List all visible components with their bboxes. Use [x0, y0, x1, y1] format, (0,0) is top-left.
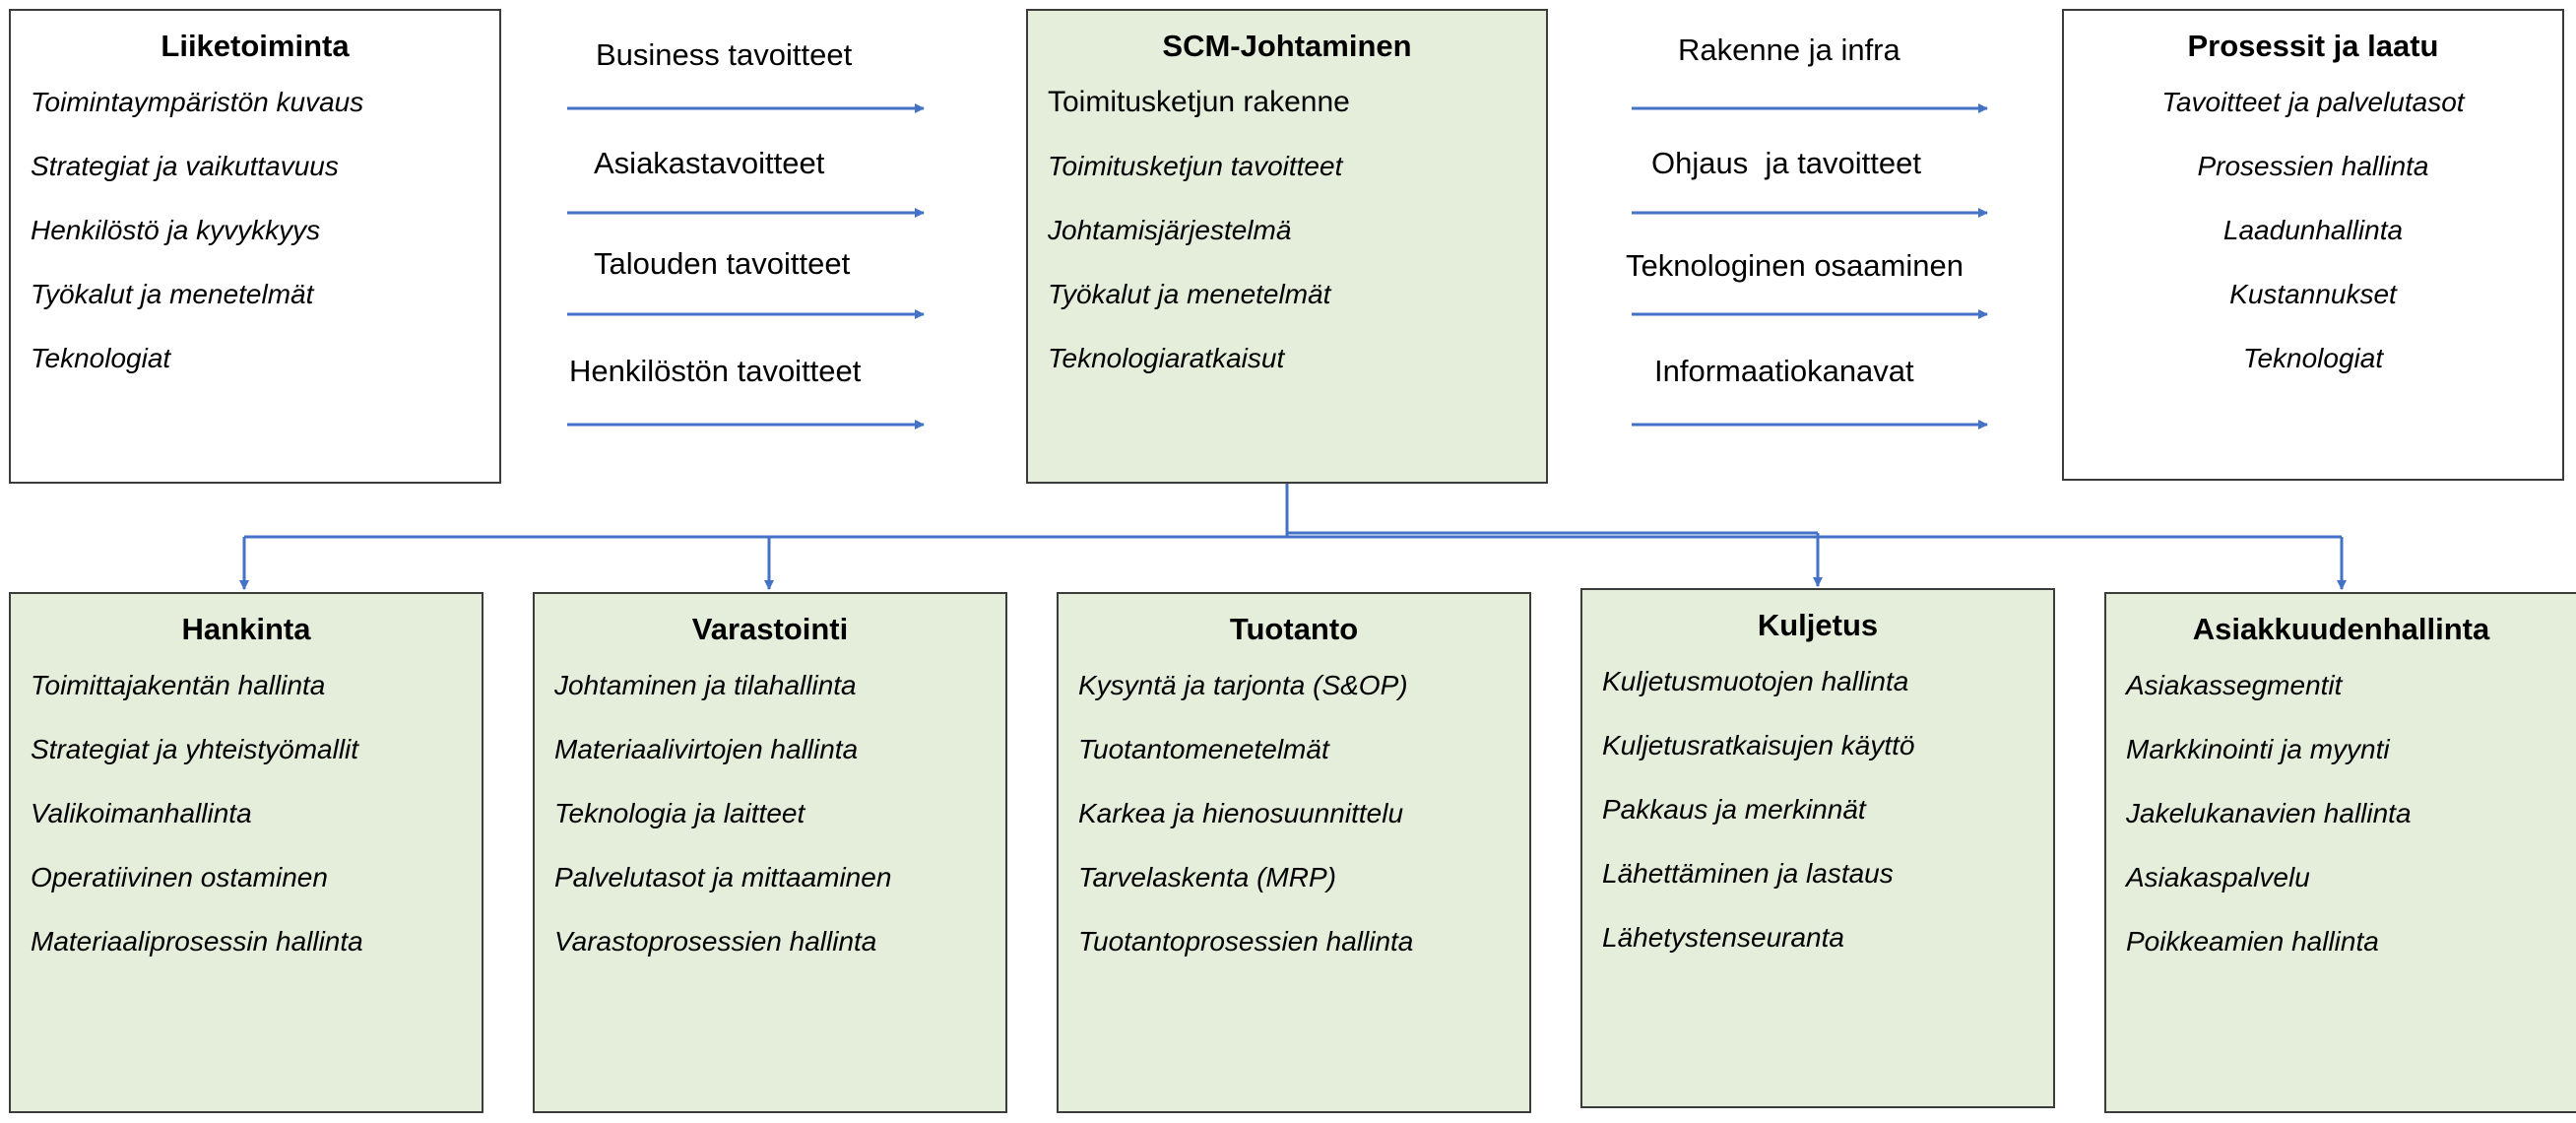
liiketoiminta-title: Liiketoiminta	[161, 29, 350, 63]
label-business-tavoitteet: Business tavoitteet	[596, 37, 853, 72]
list-item: Työkalut ja menetelmät	[31, 279, 314, 309]
list-item: Tuotantoprosessien hallinta	[1078, 926, 1414, 957]
scm-johtaminen-box: SCM-Johtaminen Toimitusketjun rakenne To…	[1026, 9, 1548, 484]
list-item: Lähetystenseuranta	[1602, 922, 1844, 953]
list-item: Työkalut ja menetelmät	[1048, 279, 1331, 309]
varastointi-box: Varastointi Johtaminen ja tilahallinta M…	[533, 592, 1007, 1113]
varastointi-title: Varastointi	[691, 612, 849, 646]
liiketoiminta-box: Liiketoiminta Toimintaympäristön kuvaus …	[9, 9, 501, 484]
list-item: Karkea ja hienosuunnittelu	[1078, 798, 1404, 828]
hankinta-title: Hankinta	[181, 612, 311, 646]
prosessit-ja-laatu-title: Prosessit ja laatu	[2187, 29, 2439, 63]
list-item: Strategiat ja yhteistyömallit	[31, 734, 359, 764]
list-item: Palvelutasot ja mittaaminen	[554, 862, 892, 892]
list-item: Teknologia ja laitteet	[554, 798, 805, 828]
label-henkiloston-tavoitteet: Henkilöstön tavoitteet	[569, 354, 862, 388]
list-item: Kysyntä ja tarjonta (S&OP)	[1078, 670, 1408, 700]
kuljetus-title: Kuljetus	[1757, 608, 1879, 642]
label-teknologinen-osaaminen: Teknologinen osaaminen	[1626, 248, 1964, 283]
label-talouden-tavoitteet: Talouden tavoitteet	[594, 246, 851, 281]
list-item: Toimintaympäristön kuvaus	[31, 87, 364, 117]
label-asiakastavoitteet: Asiakastavoitteet	[594, 146, 825, 180]
list-item: Tavoitteet ja palvelutasot	[2161, 87, 2465, 117]
list-item: Tarvelaskenta (MRP)	[1078, 862, 1336, 892]
list-item: Lähettäminen ja lastaus	[1602, 858, 1894, 889]
list-item: Toimittajakentän hallinta	[31, 670, 326, 700]
list-item: Teknologiat	[31, 343, 171, 373]
list-item: Markkinointi ja myynti	[2126, 734, 2390, 764]
kuljetus-box: Kuljetus Kuljetusmuotojen hallinta Kulje…	[1580, 588, 2055, 1108]
list-item: Henkilöstö ja kyvykkyys	[31, 215, 321, 245]
label-ohjaus-ja-tavoitteet: Ohjaus ja tavoitteet	[1651, 146, 1921, 180]
tuotanto-title: Tuotanto	[1229, 612, 1359, 646]
list-item: Teknologiaratkaisut	[1048, 343, 1285, 373]
list-item: Johtaminen ja tilahallinta	[554, 670, 857, 700]
list-item: Kustannukset	[2229, 279, 2397, 309]
list-item: Tuotantomenetelmät	[1078, 734, 1329, 764]
list-item: Kuljetusratkaisujen käyttö	[1602, 730, 1915, 760]
list-item: Asiakaspalvelu	[2126, 862, 2310, 892]
list-item: Varastoprosessien hallinta	[554, 926, 877, 957]
list-item: Jakelukanavien hallinta	[2126, 798, 2412, 828]
list-item: Johtamisjärjestelmä	[1048, 215, 1292, 245]
list-item: Poikkeamien hallinta	[2126, 926, 2379, 957]
list-item: Teknologiat	[2242, 343, 2384, 373]
prosessit-ja-laatu-box: Prosessit ja laatu Tavoitteet ja palvelu…	[2062, 9, 2564, 481]
asiakkuudenhallinta-box: Asiakkuudenhallinta Asiakassegmentit Mar…	[2104, 592, 2576, 1113]
list-item: Prosessien hallinta	[2197, 151, 2429, 181]
list-item: Materiaaliprosessin hallinta	[31, 926, 363, 957]
asiakkuudenhallinta-title: Asiakkuudenhallinta	[2192, 612, 2490, 646]
list-item: Laadunhallinta	[2222, 215, 2404, 245]
list-item: Toimitusketjun tavoitteet	[1048, 151, 1343, 181]
list-item: Valikoimanhallinta	[31, 798, 252, 828]
scm-johtaminen-title: SCM-Johtaminen	[1162, 29, 1412, 63]
label-rakenne-ja-infra: Rakenne ja infra	[1678, 33, 1900, 67]
list-item: Strategiat ja vaikuttavuus	[31, 151, 339, 181]
tuotanto-box: Tuotanto Kysyntä ja tarjonta (S&OP) Tuot…	[1057, 592, 1531, 1113]
list-item: Asiakassegmentit	[2126, 670, 2343, 700]
label-informaatiokanavat: Informaatiokanavat	[1654, 354, 1914, 388]
list-item: Toimitusketjun rakenne	[1048, 86, 1350, 118]
hankinta-box: Hankinta Toimittajakentän hallinta Strat…	[9, 592, 483, 1113]
list-item: Pakkaus ja merkinnät	[1602, 794, 1866, 825]
list-item: Kuljetusmuotojen hallinta	[1602, 666, 1909, 696]
list-item: Materiaalivirtojen hallinta	[554, 734, 859, 764]
list-item: Operatiivinen ostaminen	[31, 862, 328, 892]
